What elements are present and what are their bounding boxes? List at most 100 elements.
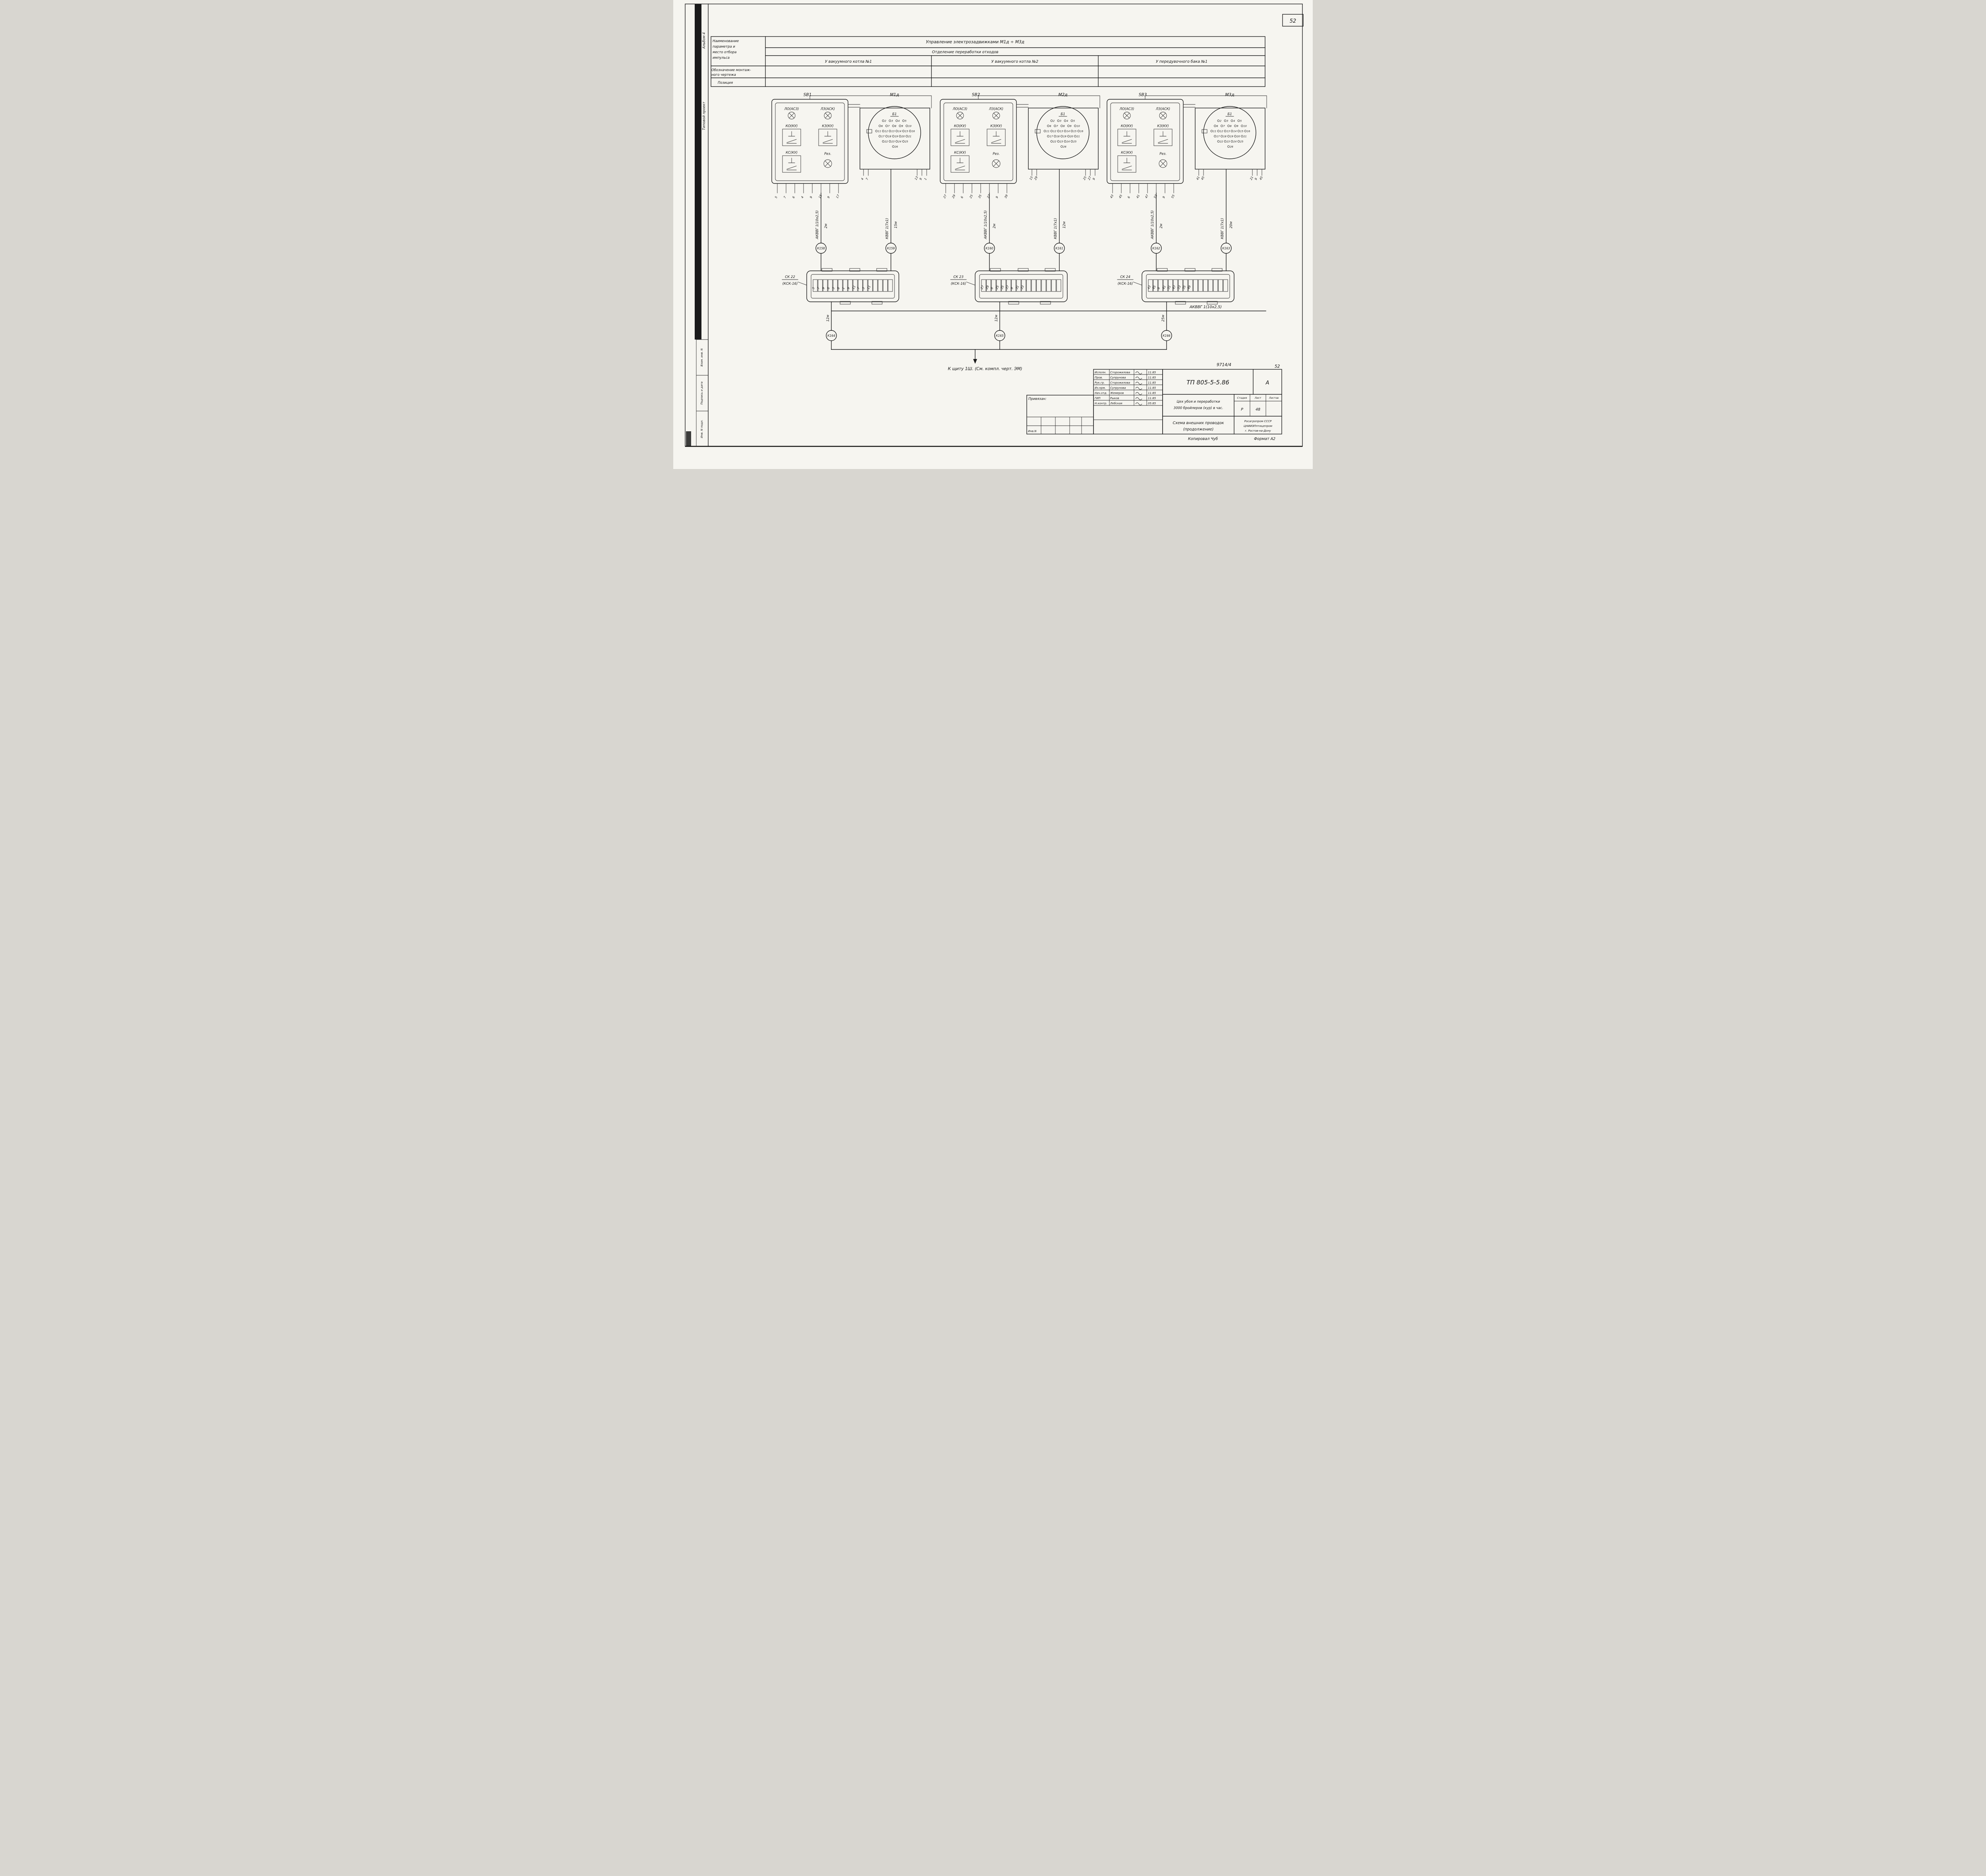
terminal-block-label: Б1 [892,112,896,116]
motor-terminal [1241,125,1243,127]
motor-terminal [1070,130,1073,132]
sk-terminal-number: 9 [1010,286,1014,290]
sign-name: Лебская [1110,402,1122,405]
button-stop-box [1117,155,1136,173]
sk-terminal-number: 5 [811,286,815,290]
motor-terminal [1221,125,1223,127]
sk-terminal-number: 7 [856,286,860,290]
sb-wire-number: 9 [995,195,999,199]
motor-wire-number: 29 [1034,176,1039,181]
motor-terminal-number: 24 [1066,140,1070,143]
terminal-box-tab [1207,301,1218,305]
motor-terminal [1231,140,1233,143]
motor-terminal [895,140,898,143]
cable-left-length: 2м [824,224,828,228]
motor-terminal [875,130,878,132]
sign-role: ГИП [1095,397,1101,400]
motor-terminal [1067,125,1070,127]
motor-terminal-number: 6 [1050,125,1051,128]
motor-terminal-number: 17 [1050,135,1053,138]
outgoing-marker-label: К165 [996,334,1004,338]
motor-terminal [882,120,885,122]
drawing-sheet: 52 Альбом 4 Типовой проект Взам. инв. N … [673,0,1313,469]
motor-terminal-number: 26 [1230,145,1233,149]
sk-terminal-cell [843,279,848,292]
terminal-box-tab [1045,268,1056,272]
cable-right-length: 20м [1229,221,1233,228]
motor-terminal-number: 26 [1063,145,1066,149]
lamp-close-icon [992,112,1000,120]
button-close-box [818,129,837,146]
motor-terminal-number: 22 [885,140,888,143]
motor-terminal-number: 11 [1213,130,1216,133]
motor-terminal [1210,130,1213,132]
sk-terminal-number: 29 [985,285,990,290]
sk-terminal-cell [1001,279,1006,292]
revision-letter: А [1265,380,1269,386]
sign-name: Супрунова [1110,386,1126,390]
motor-terminal-number: 13 [1060,130,1063,133]
object-name-line1: Цех убоя и переработки [1177,400,1220,404]
terminal-box-inner [811,274,895,299]
sb-wire-number: 9 [1162,195,1166,199]
stamp-inv-label: Инв. N подл. [700,420,703,438]
sk-terminal-cell [828,279,833,292]
sk-terminal-cell [1046,279,1051,292]
motor-wire-number: 45 [1200,176,1206,181]
sb-wire-number: 43 [1109,194,1115,199]
sb-wire-number: 17 [835,194,840,199]
interconnect-wires [809,95,932,108]
sign-date: 11.85 [1148,392,1156,395]
motor-terminal [1234,125,1236,127]
terminal-box-label: СК 24 [1120,275,1130,279]
sk-terminal-cell [888,279,893,292]
attachment-box [1026,395,1094,434]
sk-terminal-cell [1031,279,1036,292]
motor-terminal-number: 21 [908,135,912,138]
terminal-box-type: (КСК-16) [951,282,966,286]
sk-terminal-cell [1168,279,1173,292]
sk-terminal-cell [868,279,873,292]
cable-right-length: 15м [894,221,898,228]
motor-wire-number: 41 [1196,176,1200,181]
sk-terminal-cell [1208,279,1213,292]
motor-terminal [1227,135,1230,137]
sb-wire-number: 41 [1136,194,1140,199]
interconnect-wires [1145,95,1267,108]
motor-terminal [1047,125,1049,127]
cable-right-marker [885,243,896,254]
lamp-open-label: ЛО(АСЗ) [952,107,968,111]
stamp-sign-label: Подпись и дата [700,382,703,405]
sk-terminal-cell [981,279,986,292]
cable-right-label: КВВГ 1(7х1) [1054,218,1058,239]
circuit-group-vacuum-boiler-1: SB1 ЛО(АСЗ) ЛЗ(АСК) КО(КУ) КЗ(КУ) КС(КУ) [771,93,932,350]
motor-box [1028,108,1099,170]
motor-terminal [889,120,891,122]
cable-right-marker-label: К159 [887,247,895,250]
sheet-header: Лист [1254,396,1262,400]
motor-terminal [1217,130,1220,132]
motor-terminal-number: 20 [1070,135,1073,138]
motor-terminal-number: 13 [891,130,894,133]
motor-terminal [879,135,881,137]
reserve-label: Рез. [824,152,831,156]
sb-wire-number: 7 [783,195,787,199]
interconnect-wires [978,95,1100,108]
sign-role: Н.контр. [1095,402,1107,405]
sk-terminal-number: 9 [821,286,825,290]
sk-terminal-cell [878,279,883,292]
cable-left-marker [815,243,827,254]
motor-terminal [1237,120,1240,122]
control-station-box-inner [943,102,1013,181]
sk-terminal-number: 43 [1147,285,1152,290]
outgoing-marker [994,330,1005,341]
motor-wire-number: 9 [919,177,923,181]
motor-terminal [1074,135,1076,137]
terminal-box-tab [840,301,851,305]
button-close-label: КЗ(КУ) [1157,124,1169,128]
motor-terminal [892,135,894,137]
motor-terminal-number: 19 [895,135,898,138]
motor-connector [1035,129,1041,133]
motor-terminal [882,140,885,143]
